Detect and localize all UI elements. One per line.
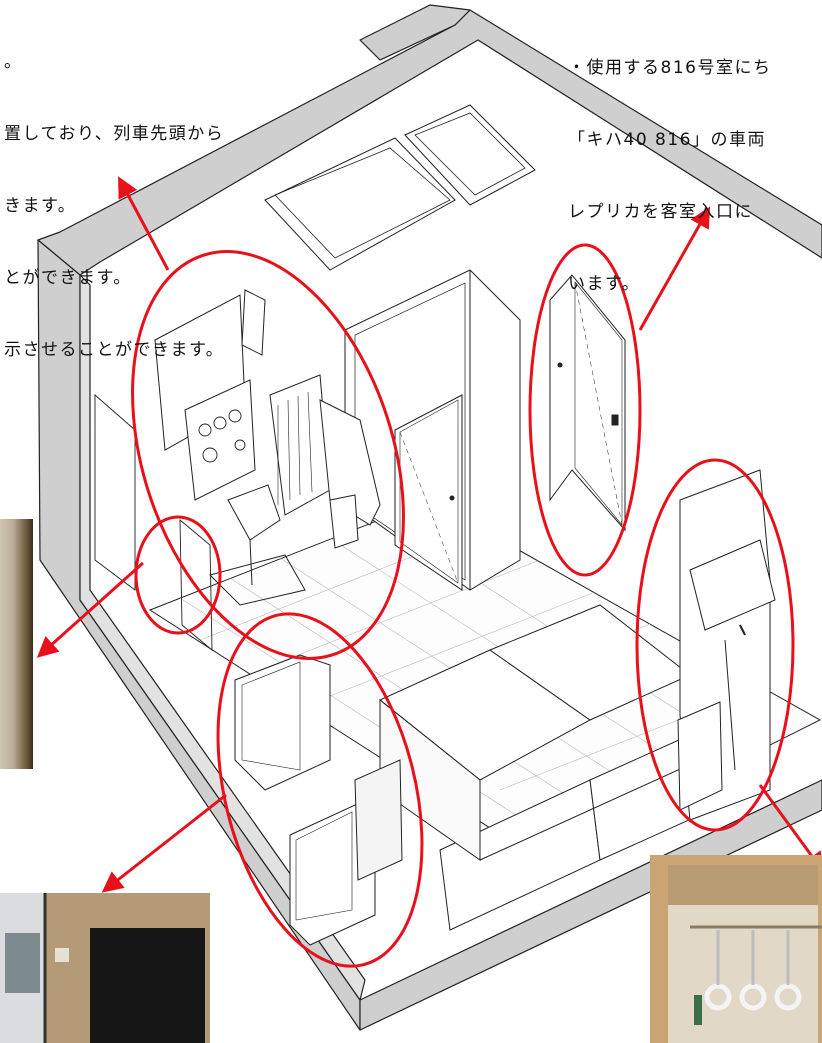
wardrobe-shelf xyxy=(689,539,776,631)
arrow-window xyxy=(36,561,144,658)
callout-ellipses xyxy=(131,243,795,968)
lounge-chairs xyxy=(234,654,403,946)
note-left-line: 示させることができます。 xyxy=(4,340,225,360)
photo-room-view xyxy=(0,893,210,1043)
chair-lower xyxy=(289,804,376,946)
strap-ring xyxy=(739,983,767,1011)
ellipse-simulator xyxy=(131,250,405,660)
note-left-line: きます。 xyxy=(4,196,77,216)
sofas xyxy=(379,604,701,931)
ellipse-entrance xyxy=(528,243,642,577)
note-right-line: レプリカを客室入口に xyxy=(568,202,753,222)
outer-walls xyxy=(37,4,822,1031)
tv-monitor xyxy=(354,759,403,881)
photo-window-blind xyxy=(0,519,33,769)
note-right-line: います。 xyxy=(568,274,641,294)
ellipse-wardrobe xyxy=(635,458,795,832)
note-right-line: ・使用する816号室にち xyxy=(568,58,772,78)
note-left-line: 。 xyxy=(4,52,23,72)
window-panels xyxy=(94,394,213,651)
ellipse-seating xyxy=(216,612,424,968)
luggage-bench xyxy=(677,701,723,811)
arrow-entrance xyxy=(638,206,711,331)
bathroom-door xyxy=(394,394,463,591)
strap-ring xyxy=(704,983,732,1011)
sim-right-arm xyxy=(319,399,381,526)
closet-d xyxy=(414,112,526,196)
strap-ring xyxy=(774,983,802,1011)
sim-base xyxy=(209,554,306,606)
doors xyxy=(394,274,626,591)
back-wall-top xyxy=(37,9,822,276)
sim-monitor xyxy=(241,289,266,356)
sim-side-box xyxy=(329,494,359,549)
ellipse-window xyxy=(134,515,222,635)
wardrobe-unit xyxy=(677,469,776,821)
left-wall-inner xyxy=(79,274,366,1001)
chair-upper xyxy=(234,654,331,791)
note-left-line: 置しており、列車先頭から xyxy=(4,124,225,144)
closet-b xyxy=(274,147,451,259)
arrow-simulator xyxy=(118,176,170,271)
note-right-line: 「キハ40 816」の車両 xyxy=(568,130,766,150)
note-left: 。 置しており、列車先頭から きます。 とができます。 示させることができます。 xyxy=(4,2,224,386)
sim-seat xyxy=(227,484,281,541)
driver-cab-simulator xyxy=(154,289,381,606)
photo-hanger-straps xyxy=(650,855,822,1043)
top-right-wall-notch xyxy=(359,4,471,61)
arrow-seating xyxy=(101,793,227,893)
closet-a xyxy=(264,137,456,271)
bottom-wall-top xyxy=(359,779,822,1031)
note-left-line: とができます。 xyxy=(4,268,132,288)
entrance-door xyxy=(549,274,626,532)
note-right: ・使用する816号室にち 「キハ40 816」の車両 レプリカを客室入口に いま… xyxy=(568,8,771,320)
sim-console xyxy=(184,379,256,501)
callout-arrows xyxy=(36,176,822,893)
